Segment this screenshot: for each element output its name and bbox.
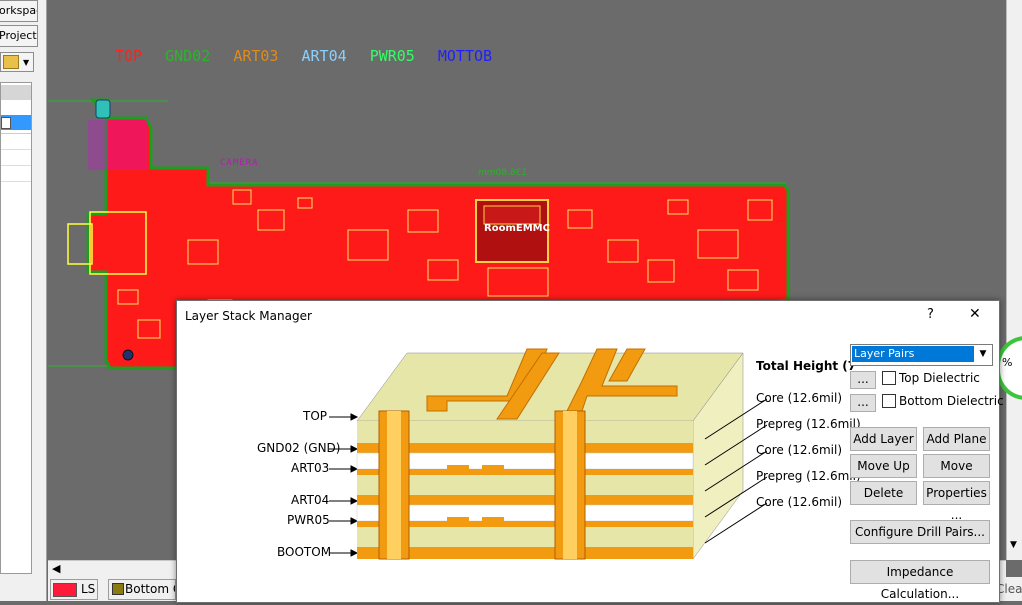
legend-mottob: MOTTOB	[437, 47, 493, 65]
folder-open-icon	[3, 55, 19, 69]
top-dielectric-ellipsis-button[interactable]: ...	[850, 371, 876, 389]
legend-art03: ART03	[233, 47, 279, 65]
configure-drill-pairs-button[interactable]: Configure Drill Pairs...	[850, 520, 990, 544]
tree-rows	[1, 133, 31, 182]
emmc-label: RoomEMMC	[484, 223, 550, 234]
dropdown-selected-value: Layer Pairs	[852, 346, 974, 362]
dielectric-label-5: Core (12.6mil)	[756, 495, 843, 509]
impedance-calculation-button[interactable]: Impedance Calculation...	[850, 560, 990, 601]
help-button[interactable]: ?	[927, 307, 934, 322]
layer-stack-diagram	[329, 348, 767, 560]
add-plane-button[interactable]: Add Plane	[923, 427, 990, 451]
dimension-label: 136.80mm	[478, 168, 528, 178]
dielectric-label-1: Core (12.6mil)	[756, 391, 843, 405]
layer-label-art04: ART04	[291, 493, 330, 507]
document-icon	[1, 117, 11, 129]
scroll-down-icon[interactable]: ▼	[1010, 540, 1017, 550]
project-tree[interactable]	[0, 82, 32, 574]
layer-tab-bottom-label: Bottom Ov	[125, 582, 175, 596]
legend-top: TOP	[115, 47, 143, 65]
clear-button[interactable]: Clear	[996, 582, 1022, 596]
dielectric-label-3: Core (12.6mil)	[756, 443, 843, 457]
legend-gnd02: GND02	[165, 47, 211, 65]
project-button[interactable]: Project	[0, 25, 38, 47]
chevron-down-icon: ▼	[979, 349, 987, 359]
layer-label-pwr05: PWR05	[287, 513, 330, 527]
open-file-button[interactable]: ▼	[0, 52, 34, 72]
tree-row[interactable]	[1, 85, 31, 100]
bottom-dielectric-checkbox[interactable]	[882, 394, 896, 408]
layer-tab-bottom-overlay[interactable]: Bottom Ov	[108, 579, 176, 600]
add-layer-button[interactable]: Add Layer	[850, 427, 917, 451]
move-up-button[interactable]: Move Up	[850, 454, 917, 478]
workspace-button[interactable]: orkspace	[0, 0, 38, 22]
color-swatch	[53, 583, 77, 597]
layer-stack-manager-dialog: Layer Stack Manager ? ✕ TOP GND02 (GND) …	[176, 300, 1004, 603]
layer-tab-ls-label: LS	[81, 582, 96, 596]
top-dielectric-label: Top Dielectric	[899, 371, 980, 385]
chevron-down-icon: ▼	[23, 58, 30, 67]
move-down-button[interactable]: Move Down	[923, 454, 990, 495]
legend-pwr05: PWR05	[369, 47, 415, 65]
zoom-percent: %	[1002, 356, 1013, 369]
layer-legend: TOP GND02 ART03 ART04 PWR05 MOTTOB	[115, 47, 506, 65]
delete-button[interactable]: Delete	[850, 481, 917, 505]
layer-label-bootom: BOOTOM	[277, 545, 332, 559]
camera-label: CAMERA	[220, 158, 259, 168]
scroll-left-icon[interactable]: ◀	[52, 562, 61, 575]
layer-tab-ls[interactable]: LS	[50, 579, 98, 600]
close-button[interactable]: ✕	[969, 306, 981, 322]
top-dielectric-checkbox[interactable]	[882, 371, 896, 385]
bottom-dielectric-label: Bottom Dielectric	[899, 394, 1004, 408]
properties-button[interactable]: Properties ...	[923, 481, 990, 522]
color-swatch	[112, 583, 124, 595]
vertical-scrollbar[interactable]: ▼	[1006, 0, 1022, 560]
projects-panel: orkspace Project ▼	[0, 0, 47, 601]
legend-art04: ART04	[301, 47, 347, 65]
layer-label-gnd02: GND02 (GND)	[257, 441, 341, 455]
layer-label-top: TOP	[303, 409, 328, 423]
bottom-dielectric-ellipsis-button[interactable]: ...	[850, 394, 876, 412]
layer-pairs-dropdown[interactable]: Layer Pairs ▼	[850, 344, 993, 366]
tree-row-selected[interactable]	[1, 115, 31, 130]
dielectric-label-2: Prepreg (12.6mil)	[756, 417, 861, 431]
dielectric-label-4: Prepreg (12.6mil)	[756, 469, 861, 483]
layer-label-art03: ART03	[291, 461, 330, 475]
total-height-label: Total Height (7	[756, 359, 857, 373]
dialog-title: Layer Stack Manager	[185, 309, 312, 323]
